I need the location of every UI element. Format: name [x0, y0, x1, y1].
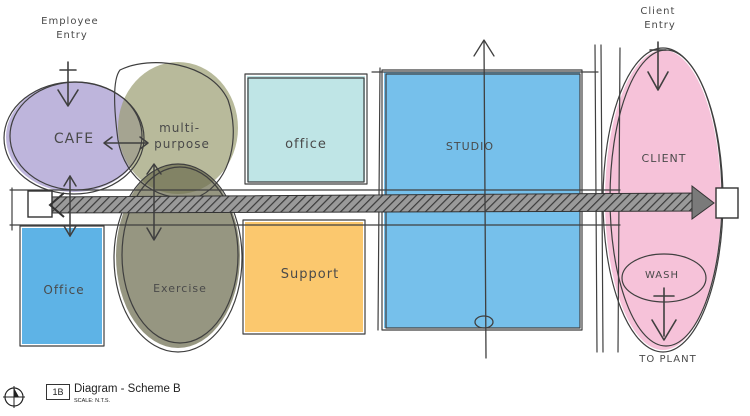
sheet-title: Diagram - Scheme B [74, 383, 181, 395]
support-label: Support [281, 267, 339, 282]
office-bottom-zone [22, 228, 102, 344]
multi-purpose-zone [118, 62, 238, 194]
to-plant-label: TO PLANT [638, 354, 696, 365]
multi-purpose-label: multi- purpose [154, 121, 210, 151]
office-top-zone [247, 76, 365, 182]
client-entry-label: Client Entry [640, 6, 679, 31]
cafe-multipurpose-arrow [103, 136, 149, 150]
east-entry-box [715, 187, 739, 219]
exercise-zone [116, 164, 240, 348]
employee-entry-arrow [57, 61, 79, 107]
studio-axis [473, 39, 495, 359]
client-entry-arrow [647, 41, 669, 91]
north-arrow-icon [3, 386, 25, 408]
sheet-number: 1B [46, 384, 70, 400]
cafe-zone [6, 82, 142, 192]
west-entry-box [27, 190, 53, 218]
spine-tail-arrow [48, 192, 65, 218]
support-zone [245, 222, 363, 332]
employee-entry-label: Employee Entry [41, 16, 103, 41]
exercise-label: Exercise [153, 282, 207, 295]
office-bottom-label: Office [43, 283, 84, 297]
to-plant-arrow [651, 287, 677, 341]
multipurpose-exercise-arrow [146, 163, 162, 241]
cafe-label: CAFE [54, 131, 94, 147]
sheet-scale: SCALE: N.T.S. [74, 398, 111, 404]
spine-arrow-head [691, 184, 715, 220]
cafe-office-arrow [63, 175, 77, 237]
client-label: CLIENT [642, 152, 687, 165]
office-top-label: office [285, 137, 327, 152]
title-block: 1B Diagram - Scheme B SCALE: N.T.S. [0, 382, 300, 414]
studio-label: STUDIO [446, 140, 494, 153]
circulation-spine [39, 192, 701, 214]
wash-label: WASH [645, 270, 679, 281]
